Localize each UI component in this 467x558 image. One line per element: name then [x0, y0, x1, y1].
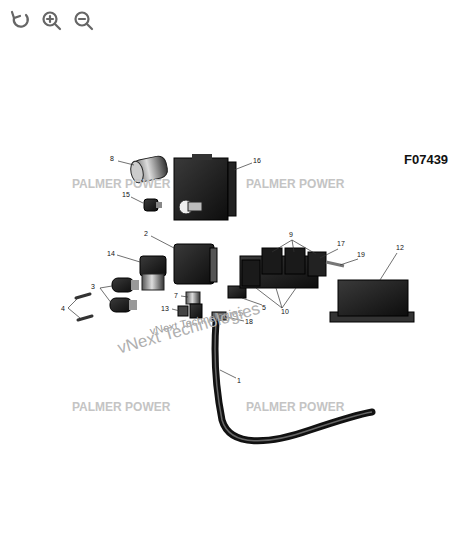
watermark: PALMER POWER: [72, 401, 170, 413]
toolbar-icons: [12, 12, 92, 29]
callout-number: 13: [161, 305, 169, 312]
hose: [215, 322, 372, 441]
callout-number: 7: [174, 292, 178, 299]
watermark: PALMER POWER: [246, 178, 344, 190]
relay-bank: [240, 248, 344, 288]
callout-number: 1: [237, 377, 241, 384]
watermark: PALMER POWER: [246, 401, 344, 413]
callout-number: 4: [61, 305, 65, 312]
gauge-block: [174, 244, 217, 284]
leader-lines: [68, 161, 397, 378]
callout-number: 12: [396, 244, 404, 251]
indicator-lamps: [110, 278, 139, 312]
pins: [76, 294, 92, 320]
callout-number: 8: [110, 155, 114, 162]
callout-number: 2: [144, 230, 148, 237]
callout-number: 17: [337, 240, 345, 247]
callout-number: 3: [91, 283, 95, 290]
callout-number: 9: [289, 231, 293, 238]
connector-fittings: [178, 292, 202, 318]
callout-number: 5: [262, 304, 266, 311]
figure-number: F07439: [404, 153, 448, 166]
callout-number: 16: [253, 157, 261, 164]
light-part: [140, 256, 166, 290]
callout-number: 19: [357, 251, 365, 258]
small-fitting: [144, 199, 162, 211]
switch-box: [174, 154, 236, 220]
callout-number: 10: [281, 308, 289, 315]
callout-number: 15: [122, 191, 130, 198]
control-module: [330, 280, 414, 322]
watermark: vNext Technologies: [116, 300, 262, 357]
callout-number: 14: [107, 250, 115, 257]
watermark: PALMER POWER: [72, 178, 170, 190]
